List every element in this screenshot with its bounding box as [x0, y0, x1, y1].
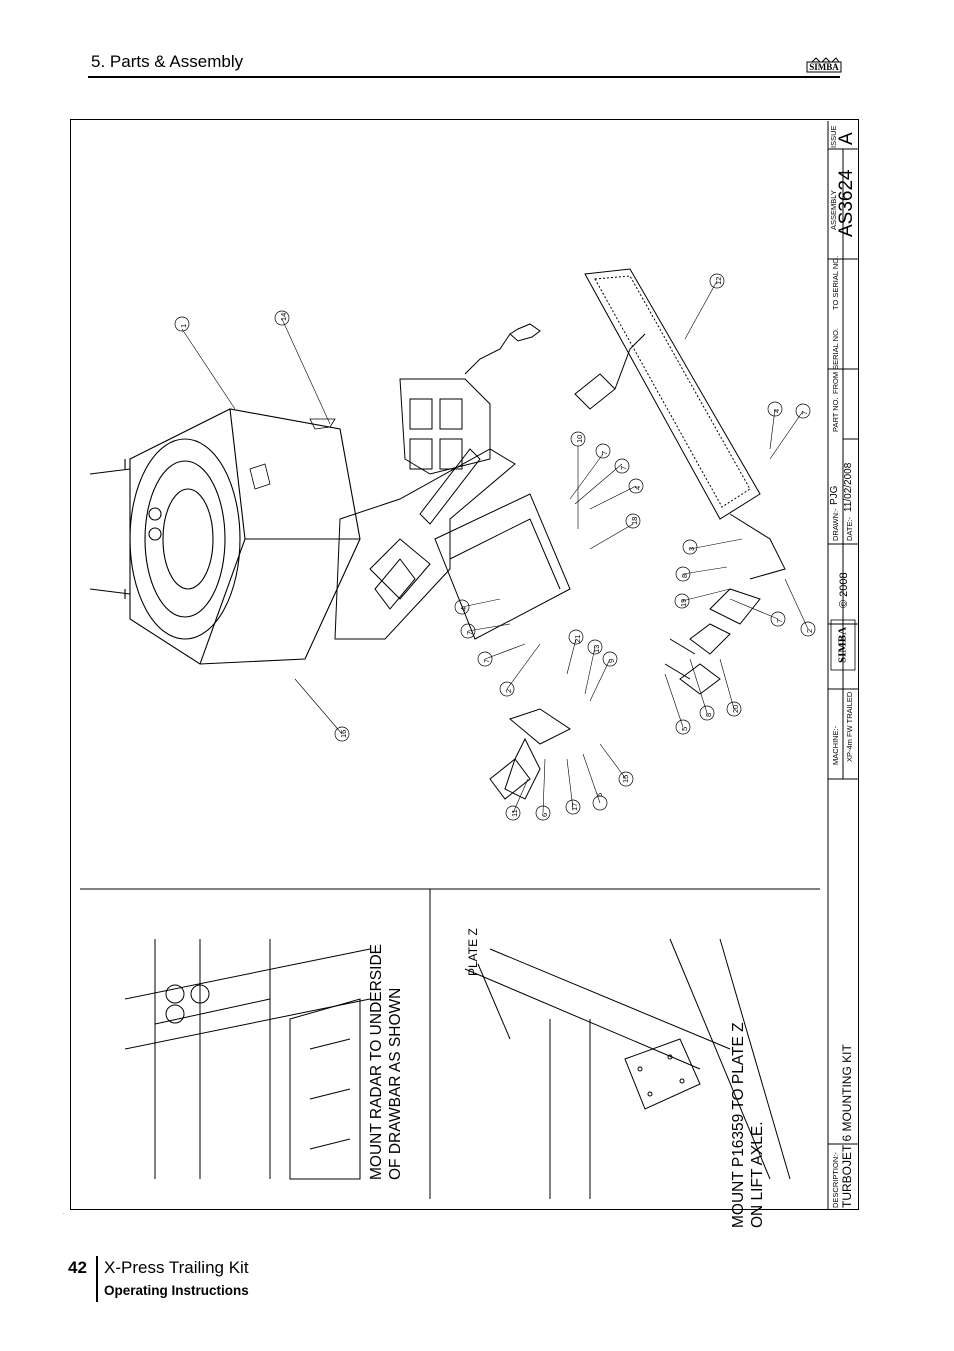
radar-note: MOUNT RADAR TO UNDERSIDE OF DRAWBAR AS S…: [367, 944, 405, 1180]
callout-number: 7: [775, 618, 784, 623]
callout-number: 6: [595, 792, 604, 797]
mount-note: MOUNT P16359 TO PLATE Z ON LIFT AXLE.: [729, 1022, 767, 1228]
radar-bracket: [489, 708, 571, 800]
callout-number: 8: [680, 573, 689, 578]
callout-number: 7: [482, 658, 491, 663]
callout-number: 21: [573, 634, 582, 643]
issue-value: A: [836, 132, 857, 145]
from-serial-label: FROM SERIAL NO.: [831, 328, 840, 394]
callout-number: 11: [510, 809, 519, 817]
callout-number: 7: [800, 410, 809, 415]
callout-number: 7: [600, 450, 609, 455]
callout-number: 18: [630, 516, 639, 525]
machine-label: MACHINE:-: [831, 725, 840, 765]
part-no-label: PART NO.: [831, 397, 840, 432]
callout-number: 7: [465, 630, 474, 635]
drawn-value: PJG: [829, 485, 840, 505]
assembly-number: AS3624: [836, 169, 857, 237]
callout-number: 13: [592, 644, 601, 653]
logo-text: SIMBA: [809, 62, 839, 72]
chassis: [334, 323, 571, 640]
callout-number: 4: [633, 485, 642, 490]
assembly-drawing: [80, 121, 859, 1209]
mount-note-line1: MOUNT P16359 TO PLATE Z: [730, 1022, 747, 1228]
drawing-frame: [70, 119, 859, 1210]
callout-number: 1: [179, 323, 188, 328]
section-title: 5. Parts & Assembly: [91, 52, 244, 71]
callout-number: 8: [704, 712, 713, 717]
callout-number: 10: [575, 434, 584, 443]
drawn-label: DRAWN:-: [831, 508, 840, 541]
title-block-logo-text: SIMBA: [837, 627, 849, 663]
drawbar-inset: [124, 939, 371, 1180]
title-block-logo: SIMBA: [830, 619, 856, 671]
simba-logo: SIMBA: [806, 57, 842, 73]
callout-number: 7: [619, 465, 628, 470]
page-number: 42: [68, 1258, 87, 1277]
footer-rule: [96, 1256, 98, 1302]
callout-number: 20: [731, 704, 740, 713]
date-value: 11/02/2008: [843, 462, 854, 512]
callout-number: 3: [687, 546, 696, 551]
manual-title: X-Press Trailing Kit: [104, 1258, 249, 1277]
header-rule: [88, 76, 840, 78]
copyright: © 2008: [838, 572, 850, 608]
callout-number: 4: [459, 606, 468, 611]
callout-number: 9: [607, 658, 616, 663]
plate-z-label: PLATE Z: [466, 928, 480, 976]
hopper: [89, 408, 361, 665]
callout-number: 17: [570, 802, 579, 811]
callout-number: 16: [339, 729, 348, 738]
machine-value: XP-4m FW TRAILED: [845, 691, 854, 762]
mount-note-line2: ON LIFT AXLE.: [749, 1121, 766, 1228]
callout-number: 2: [504, 688, 513, 693]
callout-number: 15: [621, 774, 630, 783]
date-label: DATE:-: [845, 516, 854, 541]
callout-number: 12: [714, 276, 723, 285]
plate-z-inset: [464, 938, 791, 1199]
callout-number: 14: [279, 312, 288, 321]
description-value: TURBOJET 6 MOUNTING KIT: [840, 1044, 854, 1208]
callout-number: 6: [540, 812, 549, 817]
manual-subtitle: Operating Instructions: [104, 1283, 249, 1298]
callout-number: 19: [679, 598, 688, 607]
step-platform: [574, 268, 786, 695]
to-serial-label: TO SERIAL NO.: [831, 255, 840, 310]
page-mark: .: [63, 1210, 65, 1216]
description-label: DESCRIPTION:-: [831, 1152, 840, 1208]
callout-number: 5: [680, 726, 689, 731]
callout-number: 4: [772, 408, 781, 413]
callout-number: 2: [805, 628, 814, 633]
radar-note-line2: OF DRAWBAR AS SHOWN: [387, 987, 404, 1180]
radar-note-line1: MOUNT RADAR TO UNDERSIDE: [368, 944, 385, 1180]
